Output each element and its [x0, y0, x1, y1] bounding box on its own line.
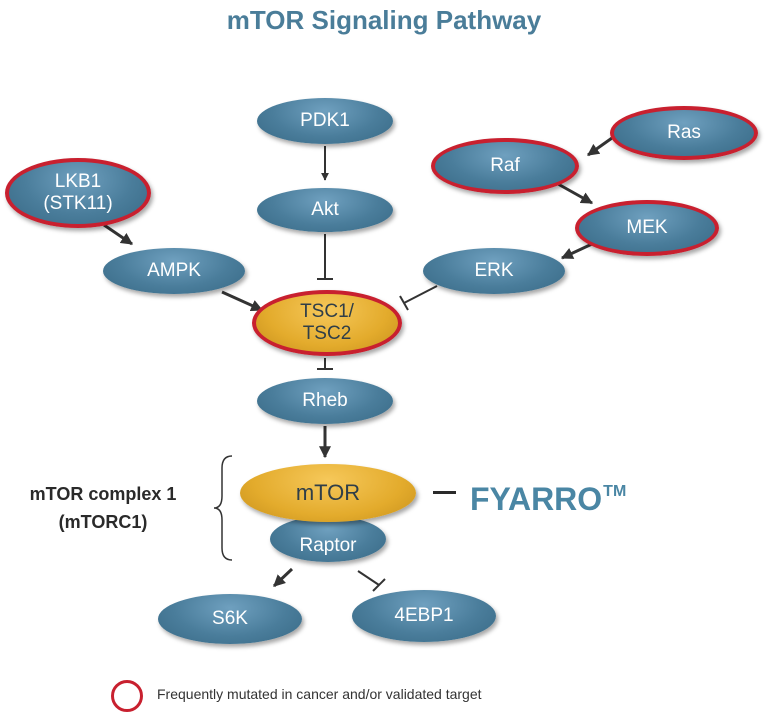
- diagram-title: mTOR Signaling Pathway: [226, 5, 542, 35]
- mtorc1-brace: [213, 455, 233, 561]
- trademark-mark: TM: [603, 483, 627, 500]
- node-mek: MEK: [575, 200, 719, 256]
- drug-label: FYARROTM: [470, 472, 626, 519]
- drug-inhibition-dash: [433, 491, 456, 494]
- lkb1-label: LKB1: [54, 171, 102, 192]
- node-s6k: S6K: [158, 594, 302, 644]
- edge-ampk-tsc: [221, 290, 264, 312]
- legend-mutated-ring-icon: [111, 680, 143, 712]
- edge-raf-mek: [557, 182, 594, 205]
- mtorc1-label-line1: mTOR complex 1: [29, 484, 177, 504]
- edge-raptor-s6k: [272, 567, 294, 588]
- edge-mek-erk: [560, 242, 593, 260]
- edge-raptor-4ebp1-inhibit: [357, 570, 386, 592]
- raptor-label: Raptor: [299, 535, 357, 556]
- node-mtor: mTOR: [240, 464, 416, 522]
- edge-ras-raf: [587, 136, 613, 157]
- node-ampk: AMPK: [103, 248, 245, 294]
- node-raf: Raf: [431, 138, 579, 194]
- node-tsc1-tsc2: TSC1/ TSC2: [252, 290, 402, 356]
- mtorc1-label-line2: (mTORC1): [58, 512, 148, 532]
- edge-tsc-rheb-inhibit: [317, 358, 333, 370]
- edge-erk-tsc-inhibit: [399, 285, 438, 311]
- node-akt: Akt: [257, 188, 393, 232]
- node-pdk1: PDK1: [257, 98, 393, 144]
- drug-name: FYARRO: [470, 481, 603, 517]
- tsc2-label: TSC2: [302, 323, 352, 344]
- mtorc1-label: mTOR complex 1 (mTORC1): [0, 480, 206, 536]
- tsc1-label: TSC1/: [300, 301, 354, 322]
- edge-lkb1-ampk: [103, 223, 133, 246]
- node-raptor: Raptor: [270, 516, 386, 562]
- node-rheb: Rheb: [257, 378, 393, 424]
- node-4ebp1: 4EBP1: [352, 590, 496, 642]
- legend-text: Frequently mutated in cancer and/or vali…: [157, 686, 482, 702]
- node-erk: ERK: [423, 248, 565, 294]
- node-ras: Ras: [610, 106, 758, 160]
- edge-akt-tsc-inhibit: [317, 234, 333, 280]
- stk11-label: (STK11): [43, 193, 113, 214]
- node-lkb1: LKB1 (STK11): [5, 158, 151, 228]
